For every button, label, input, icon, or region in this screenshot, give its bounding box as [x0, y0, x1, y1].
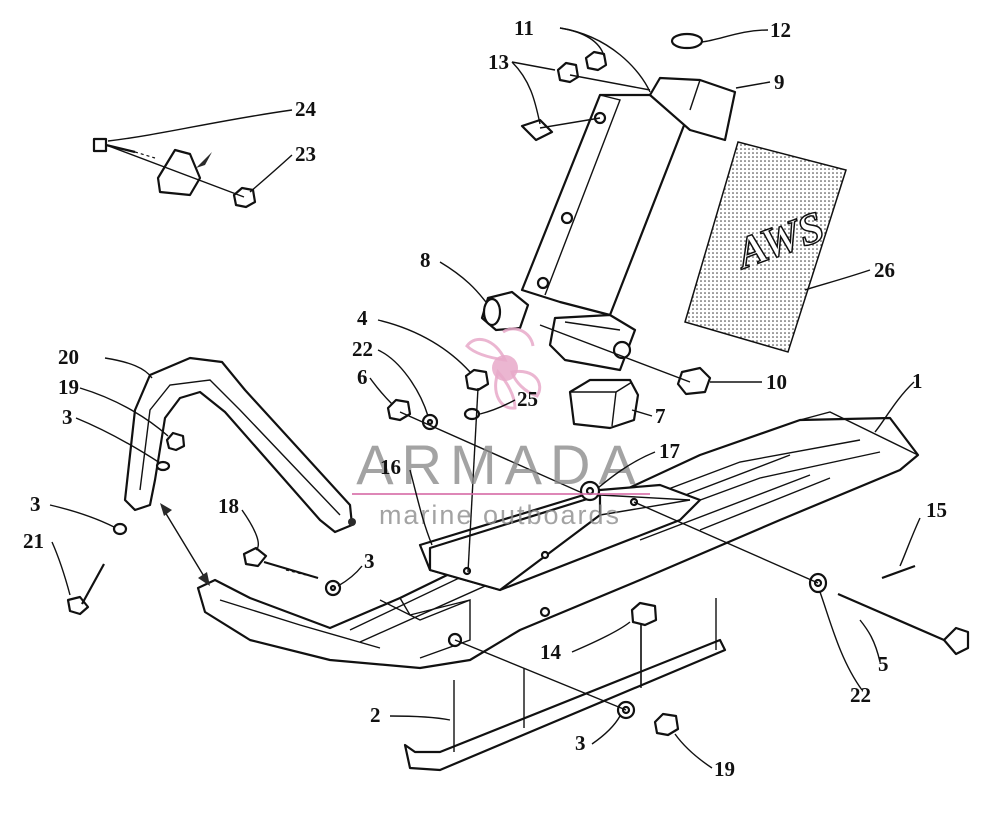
- callout-10: 10: [766, 370, 787, 394]
- callout-6: 6: [357, 365, 368, 389]
- callout-24: 24: [295, 97, 317, 121]
- watermark-tagline: marine outboards: [379, 500, 621, 530]
- watermark: ARMADA marine outboards: [352, 327, 650, 530]
- bolt-18: [242, 546, 319, 580]
- callout-20: 20: [58, 345, 79, 369]
- axis-lines: [105, 74, 819, 711]
- callout-16: 16: [380, 455, 401, 479]
- grease-fitting: [520, 118, 554, 142]
- callout-3-mid: 3: [364, 549, 375, 573]
- callout-18: 18: [218, 494, 239, 518]
- callout-11: 11: [514, 16, 534, 40]
- callout-17: 17: [659, 439, 680, 463]
- callout-4: 4: [357, 306, 368, 330]
- callout-19-bottom: 19: [714, 757, 735, 781]
- callout-12: 12: [770, 18, 791, 42]
- bumper-24: [156, 148, 212, 197]
- bushing-8: [480, 290, 530, 332]
- callout-25: 25: [517, 387, 538, 411]
- nut-6: [386, 398, 412, 422]
- nut-23: [232, 186, 257, 209]
- callout-15: 15: [926, 498, 947, 522]
- callout-26: 26: [874, 258, 895, 282]
- nut-19-handle: [165, 431, 186, 452]
- washer-3-mid: [324, 579, 342, 597]
- callout-3-handle-a: 3: [62, 405, 73, 429]
- washer-3-bottom: [616, 700, 636, 720]
- leader-lines: [49, 27, 921, 769]
- callout-7: 7: [655, 404, 666, 428]
- callout-22-top: 22: [352, 337, 373, 361]
- watermark-name: ARMADA: [356, 433, 644, 496]
- callout-3-handle-b: 3: [30, 492, 41, 516]
- nut-11: [584, 50, 608, 72]
- ski-handle: [123, 356, 356, 534]
- callout-13: 13: [488, 50, 509, 74]
- saddle-bracket: [418, 483, 702, 592]
- propeller-icon: [465, 327, 542, 410]
- callout-9: 9: [774, 70, 785, 94]
- washer-3-handle-b: [112, 522, 128, 536]
- callout-1: 1: [912, 369, 923, 393]
- callout-3-bottom: 3: [575, 731, 586, 755]
- callout-19-handle: 19: [58, 375, 79, 399]
- bolt-24: [92, 137, 156, 159]
- cotter-pin-15: [881, 564, 916, 580]
- damper-block-7: [568, 378, 640, 430]
- nut-13: [556, 61, 580, 84]
- cap-12: [670, 32, 704, 50]
- washer-25: [463, 407, 481, 421]
- callout-22-right: 22: [850, 683, 871, 707]
- aws-decal: AWS: [684, 141, 847, 353]
- bushing-10: [676, 366, 712, 396]
- callout-labels: 12 11 13 9 24 23 8 26 4 22 20 6 10 1 19 …: [23, 16, 947, 781]
- assembly-arrow: [160, 503, 210, 586]
- callout-21: 21: [23, 529, 44, 553]
- callout-14: 14: [540, 640, 562, 664]
- callout-5: 5: [878, 652, 889, 676]
- spindle-housing: [520, 76, 737, 372]
- callout-2: 2: [370, 703, 381, 727]
- bolt-21: [66, 563, 105, 616]
- washer-3-handle-a: [155, 460, 171, 472]
- nut-4: [464, 368, 490, 392]
- bolt-5: [837, 592, 970, 656]
- callout-8: 8: [420, 248, 431, 272]
- callout-23: 23: [295, 142, 316, 166]
- nut-19-bottom: [653, 712, 680, 737]
- spacer-14: [630, 601, 658, 688]
